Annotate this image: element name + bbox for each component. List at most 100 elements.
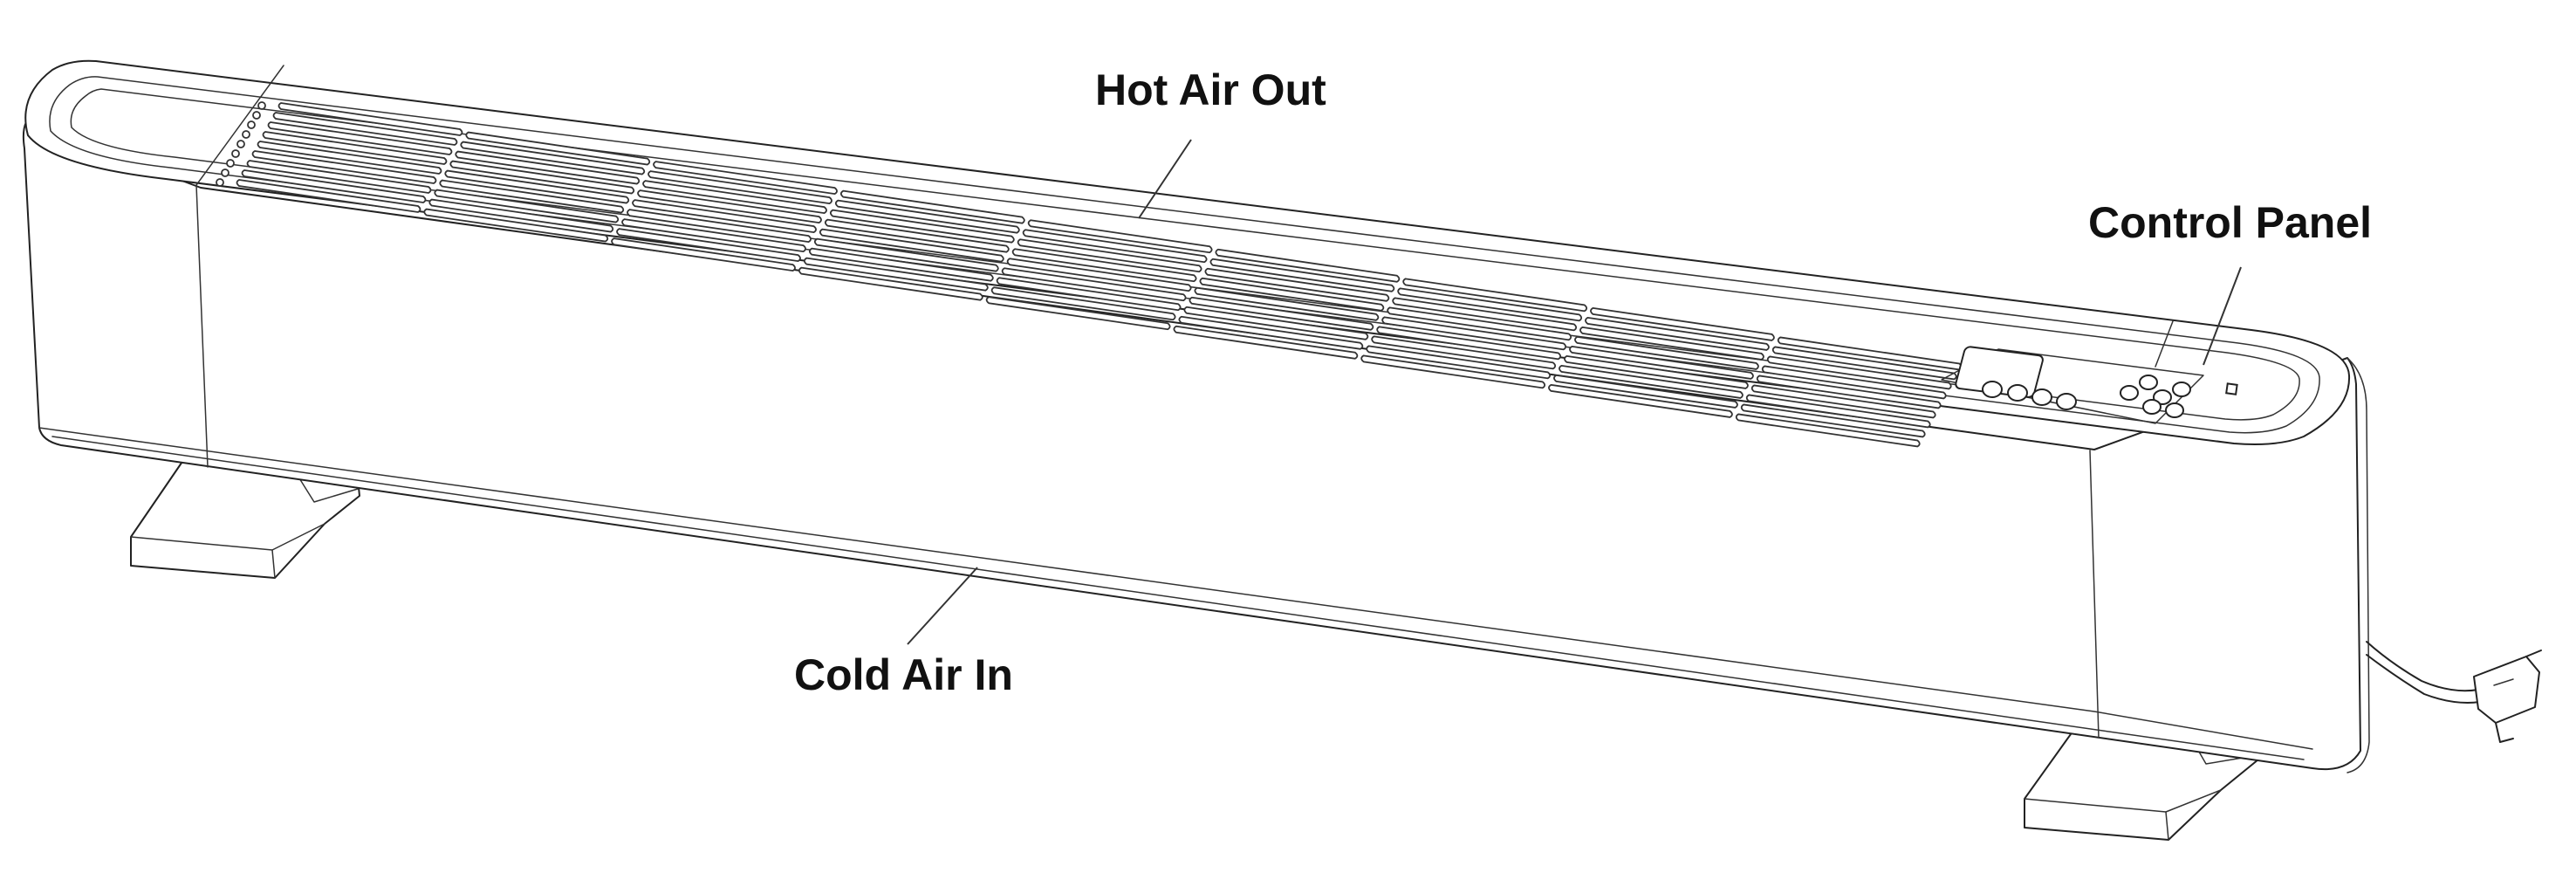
grille-slot xyxy=(996,277,1182,312)
grille-slot xyxy=(621,218,806,253)
grille-slot xyxy=(246,160,432,194)
button-10[interactable] xyxy=(2165,402,2184,418)
grille-slot xyxy=(1215,248,1401,283)
grille-slot xyxy=(1559,364,1744,399)
button-2[interactable] xyxy=(2007,384,2028,402)
grille-slot xyxy=(1745,394,1931,429)
grille-slot xyxy=(257,141,442,175)
button-3[interactable] xyxy=(2031,388,2052,406)
grille-slot xyxy=(1022,229,1208,264)
grille-slot xyxy=(616,228,801,263)
grille-slot xyxy=(1376,326,1562,361)
button-5[interactable] xyxy=(2120,385,2139,401)
power-plug-icon xyxy=(2473,650,2542,743)
grille-slot xyxy=(1392,297,1578,332)
button-6[interactable] xyxy=(2139,375,2158,390)
grille-slot xyxy=(1574,335,1759,370)
grille-slot xyxy=(439,179,625,214)
grille-slot-end xyxy=(231,149,240,158)
grille-slot-end xyxy=(236,140,245,148)
grille-slot-end xyxy=(247,120,256,129)
grille-slot xyxy=(1173,325,1359,360)
grille-slot xyxy=(1360,354,1546,389)
grille-slot-end xyxy=(252,111,261,120)
cold-air-in-leader xyxy=(907,567,978,645)
grille-slot xyxy=(990,286,1176,321)
grille-slot xyxy=(1766,355,1952,390)
grille-slot xyxy=(1178,315,1364,350)
grille-slot xyxy=(1590,306,1775,341)
grille-slot xyxy=(829,209,1015,244)
control-panel-label: Control Panel xyxy=(2088,198,2372,247)
grille-slot xyxy=(813,237,999,272)
hot-air-grille xyxy=(216,101,1963,448)
grille-slot xyxy=(1553,374,1738,409)
grille-slot xyxy=(455,150,641,185)
grille-slot xyxy=(449,160,635,195)
button-8[interactable] xyxy=(2172,382,2191,397)
hot-air-out-label: Hot Air Out xyxy=(1095,65,1326,114)
grille-slot xyxy=(1548,383,1733,418)
grille-slot xyxy=(611,237,796,272)
button-7[interactable] xyxy=(2153,389,2172,405)
grille-slot xyxy=(465,131,651,166)
grille-slot xyxy=(1194,286,1380,321)
hot-air-out-leader xyxy=(1138,139,1192,219)
grille-slot xyxy=(653,161,838,196)
grille-slot xyxy=(1564,354,1749,389)
grille-slot xyxy=(423,208,609,243)
grille-slot-end xyxy=(226,159,235,168)
grille-slot xyxy=(1569,345,1754,380)
grille-slot xyxy=(1189,296,1374,331)
grille-slot xyxy=(834,199,1020,234)
grille-slot xyxy=(1006,258,1192,292)
grille-slot-end xyxy=(257,101,266,110)
grille-slot xyxy=(241,169,427,203)
grille-slot-end xyxy=(221,168,230,177)
grille-slot xyxy=(798,266,983,301)
grille-slot xyxy=(1750,384,1936,419)
grille-slot xyxy=(824,218,1010,253)
grille-slot xyxy=(1740,403,1926,438)
button-9[interactable] xyxy=(2142,399,2162,415)
grille-slot xyxy=(803,257,989,292)
button-4[interactable] xyxy=(2056,393,2077,410)
grille-slot xyxy=(267,121,453,155)
grille-slot xyxy=(1371,335,1557,370)
grille-slot xyxy=(1761,365,1947,400)
grille-slot xyxy=(1381,316,1567,351)
grille-slot xyxy=(1579,326,1764,361)
grille-slot xyxy=(1735,413,1921,448)
power-cord xyxy=(2366,641,2481,704)
grille-slot xyxy=(1199,277,1385,312)
grille-slot xyxy=(1001,267,1187,302)
grille-slot xyxy=(1011,248,1197,283)
grille-slot xyxy=(272,112,458,146)
grille-slot xyxy=(434,189,620,223)
cold-air-in-label: Cold Air In xyxy=(794,650,1013,699)
grille-slot xyxy=(627,209,812,244)
grille-slot xyxy=(428,198,614,233)
grille-slot xyxy=(236,179,421,213)
grille-slot xyxy=(1017,238,1202,273)
grille-slot-end xyxy=(242,130,250,139)
grille-slot xyxy=(819,228,1004,263)
heater-body xyxy=(22,59,2370,773)
control-panel-leader xyxy=(2203,266,2242,366)
grille-slot xyxy=(1397,287,1583,322)
grille-slot-end xyxy=(216,178,224,187)
grille-slot xyxy=(985,296,1171,331)
grille-slot xyxy=(444,169,630,204)
button-1[interactable] xyxy=(1982,381,2003,398)
grille-slot xyxy=(277,102,463,136)
grille-slot xyxy=(1771,346,1957,381)
grille-slot xyxy=(1204,267,1390,302)
grille-slot xyxy=(637,189,822,224)
grille-slot xyxy=(839,189,1025,224)
grille-slot xyxy=(647,170,832,205)
grille-slot xyxy=(642,180,827,215)
grille-slot xyxy=(1387,306,1572,341)
grille-slot xyxy=(1209,258,1395,292)
grille-slot xyxy=(632,199,817,234)
control-panel xyxy=(1941,346,2238,424)
